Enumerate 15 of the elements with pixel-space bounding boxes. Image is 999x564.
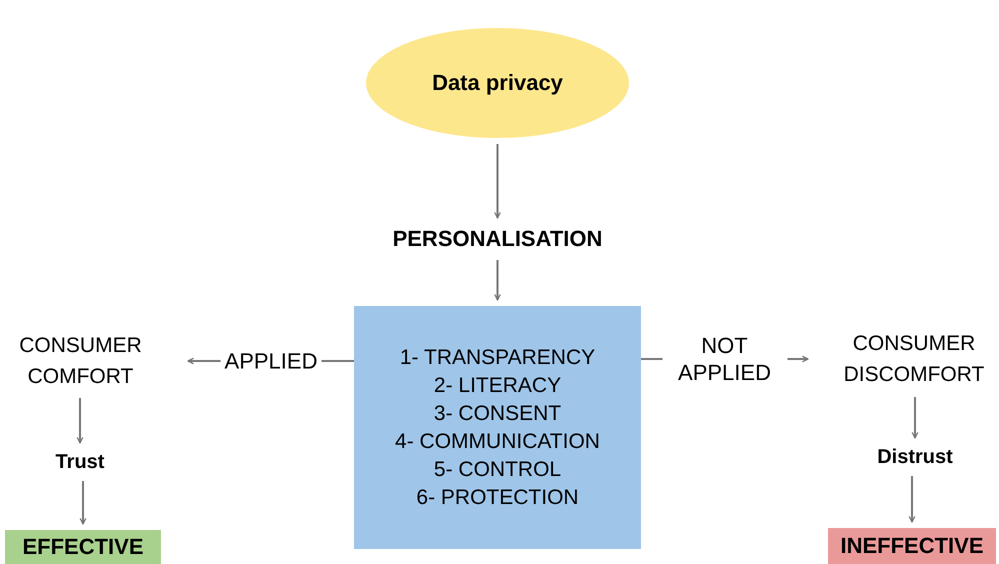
arrow xyxy=(80,481,86,525)
arrow xyxy=(908,476,916,523)
arrow xyxy=(76,398,84,444)
arrow xyxy=(494,260,501,301)
principles-box: 1- TRANSPARENCY 2- LITERACY 3- CONSENT 4- COMMUNICATION 5- CONTROL 6- PROTECTION xyxy=(354,306,641,549)
outcome-label: CONSUMER DISCOMFORT xyxy=(830,327,998,391)
result-box: EFFECTIVE xyxy=(5,530,161,564)
feeling-label: Distrust xyxy=(860,444,970,470)
result-box: INEFFECTIVE xyxy=(828,528,996,564)
feeling-label: Trust xyxy=(40,449,120,475)
arrow xyxy=(912,397,918,439)
outcome-label: CONSUMER COMFORT xyxy=(3,330,158,392)
stage-label: PERSONALISATION xyxy=(370,224,625,254)
arrow xyxy=(494,144,501,219)
ellipse-node: Data privacy xyxy=(366,28,629,138)
